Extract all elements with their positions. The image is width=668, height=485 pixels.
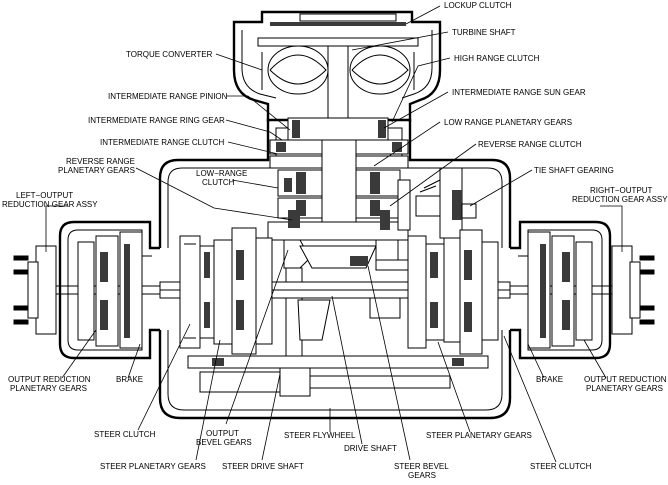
label-turbine-shaft: TURBINE SHAFT — [452, 28, 516, 37]
label-left-output-line1: LEFT−OUTPUT — [16, 191, 73, 200]
label-steer-flywheel: STEER FLYWHEEL — [284, 431, 356, 440]
label-steer-clutch-left: STEER CLUTCH — [94, 430, 156, 439]
label-brake-right: BRAKE — [536, 375, 563, 384]
label-steer-bevel-line2: GEARS — [408, 471, 436, 480]
label-steer-planetary-left: STEER PLANETARY GEARS — [100, 462, 206, 471]
torque-converter-housing — [232, 10, 442, 127]
label-output-reduction-right-line2: PLANETARY GEARS — [586, 384, 663, 393]
label-reverse-range-line1: REVERSE RANGE — [66, 157, 135, 166]
label-steer-planetary-right: STEER PLANETARY GEARS — [426, 431, 532, 440]
left-steer-assembly — [179, 227, 273, 355]
label-lockup-clutch: LOCKUP CLUTCH — [444, 1, 512, 10]
planetary-gear-train — [267, 117, 477, 241]
label-output-bevel-line1: OUTPUT — [206, 429, 239, 438]
leader-lines — [45, 5, 623, 463]
left-output-reduction — [13, 220, 160, 360]
label-output-reduction-left-line2: PLANETARY GEARS — [10, 384, 87, 393]
label-low-range-line1: LOW−RANGE — [196, 169, 247, 178]
right-steer-assembly — [407, 229, 499, 355]
label-intermediate-range-clutch: INTERMEDIATE RANGE CLUTCH — [100, 138, 225, 147]
label-output-reduction-left-line1: OUTPUT REDUCTION — [8, 375, 91, 384]
label-steer-bevel-line1: STEER BEVEL — [394, 462, 449, 471]
label-reverse-range-line2: PLANETARY GEARS — [58, 166, 135, 175]
label-intermediate-range-sun-gear: INTERMEDIATE RANGE SUN GEAR — [452, 88, 586, 97]
label-intermediate-range-ring-gear: INTERMEDIATE RANGE RING GEAR — [88, 116, 225, 125]
label-right-output-line2: REDUCTION GEAR ASSY — [572, 195, 668, 204]
label-drive-shaft: DRIVE SHAFT — [344, 444, 397, 453]
right-flange-bolts — [639, 255, 655, 325]
label-tie-shaft-gearing: TIE SHAFT GEARING — [534, 166, 614, 175]
label-steer-clutch-right: STEER CLUTCH — [530, 462, 592, 471]
label-low-range-line2: CLUTCH — [202, 178, 235, 187]
label-low-range-planetary-gears: LOW RANGE PLANETARY GEARS — [444, 118, 572, 127]
label-right-output-line1: RIGHT−OUTPUT — [590, 186, 653, 195]
label-intermediate-range-pinion: INTERMEDIATE RANGE PINION — [108, 92, 228, 101]
label-output-reduction-right-line1: OUTPUT REDUCTION — [584, 375, 667, 384]
label-steer-drive-shaft: STEER DRIVE SHAFT — [222, 462, 304, 471]
left-flange-bolts — [13, 255, 29, 325]
label-torque-converter: TORQUE CONVERTER — [126, 50, 213, 59]
label-left-output-line2: REDUCTION GEAR ASSY — [2, 200, 98, 209]
label-brake-left: BRAKE — [116, 375, 143, 384]
steer-drive — [187, 297, 489, 397]
label-reverse-range-clutch: REVERSE RANGE CLUTCH — [478, 140, 582, 149]
right-output-reduction — [510, 220, 655, 360]
label-high-range-clutch: HIGH RANGE CLUTCH — [454, 54, 540, 63]
label-output-bevel-line2: BEVEL GEARS — [196, 438, 252, 447]
